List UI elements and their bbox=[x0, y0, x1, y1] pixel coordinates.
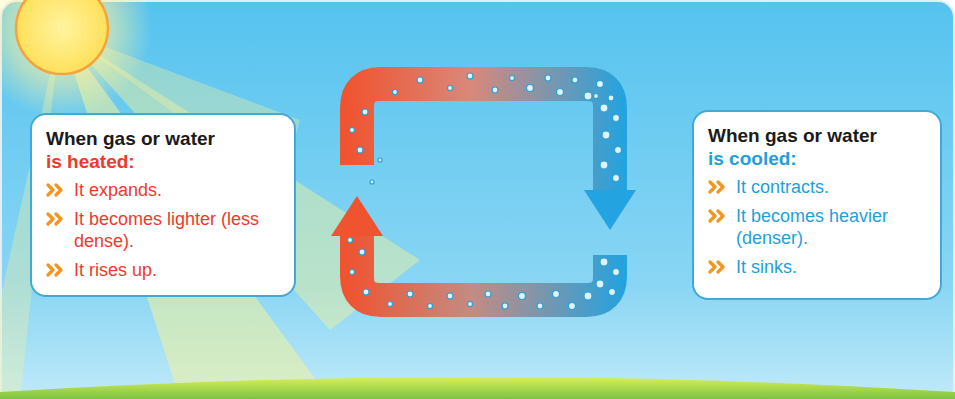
bullet-chevron bbox=[46, 263, 66, 277]
bullet-text: It becomes heavier (denser). bbox=[736, 205, 928, 249]
bullet-chevron bbox=[46, 212, 66, 226]
bullet-text: It becomes lighter (less dense). bbox=[74, 208, 282, 252]
bullet-chevron bbox=[46, 183, 66, 197]
box-heading: is heated: bbox=[46, 150, 282, 173]
bullet-chevron bbox=[708, 260, 728, 274]
bullet-text: It sinks. bbox=[736, 256, 797, 278]
info-box: When gas or wateris heated: It expands. It… bbox=[30, 113, 296, 297]
bullet-row: It sinks. bbox=[708, 256, 928, 278]
bullet-text: It contracts. bbox=[736, 176, 829, 198]
bullet-text: It rises up. bbox=[74, 259, 157, 281]
box-heading: When gas or water bbox=[708, 124, 928, 147]
bullet-row: It rises up. bbox=[46, 259, 282, 281]
bullet-chevron bbox=[708, 209, 728, 223]
bullet-row: It becomes lighter (less dense). bbox=[46, 208, 282, 252]
box-heading: When gas or water bbox=[46, 127, 282, 150]
info-box: When gas or wateris cooled: It contracts.… bbox=[692, 110, 942, 300]
box-heading: is cooled: bbox=[708, 147, 928, 170]
bullet-row: It becomes heavier (denser). bbox=[708, 205, 928, 249]
bullet-row: It contracts. bbox=[708, 176, 928, 198]
bullet-text: It expands. bbox=[74, 179, 162, 201]
bullet-chevron bbox=[708, 180, 728, 194]
bullet-row: It expands. bbox=[46, 179, 282, 201]
